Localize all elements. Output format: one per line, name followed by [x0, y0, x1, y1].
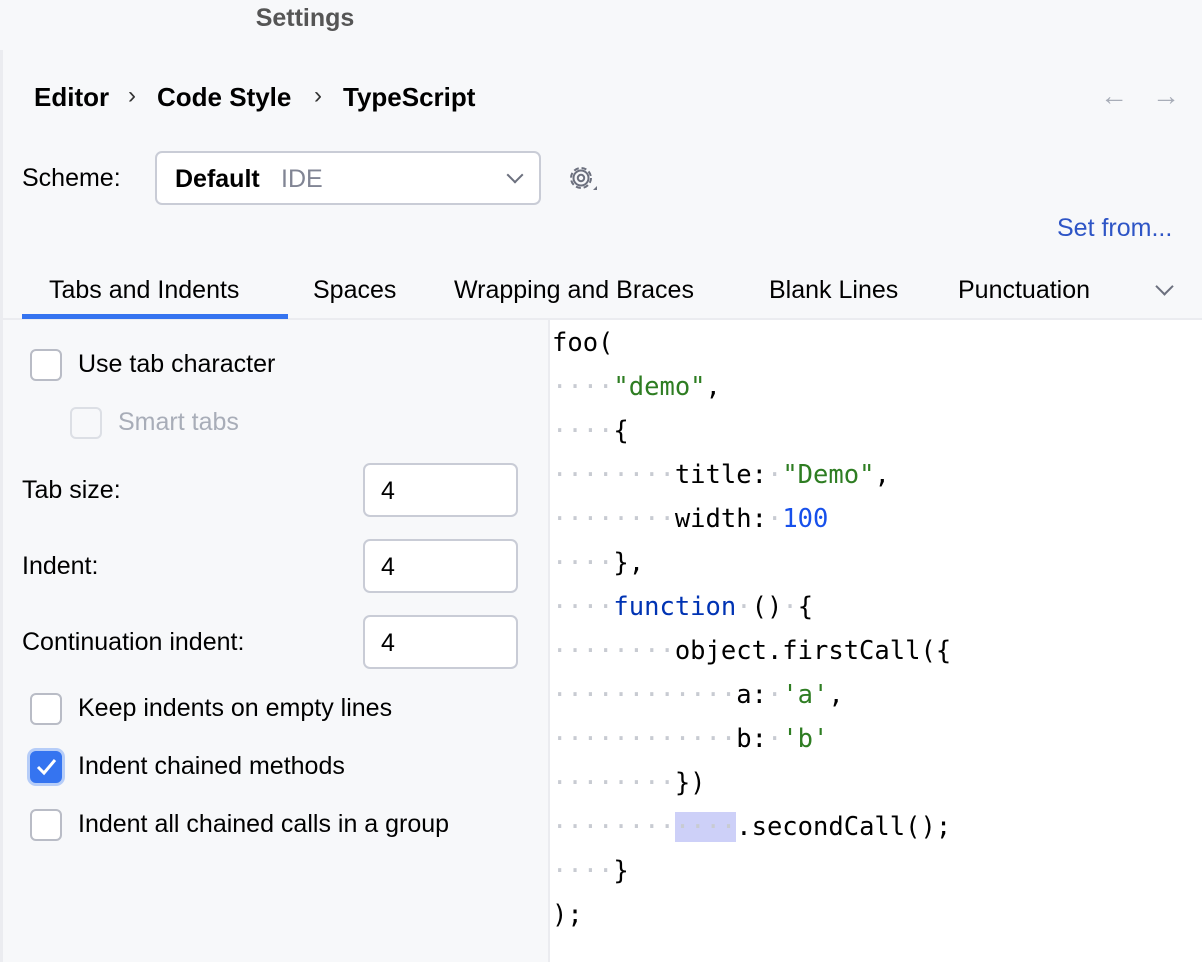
- code-token: ········: [552, 460, 675, 490]
- code-token: ·: [782, 592, 798, 622]
- indent-all-chained-checkbox[interactable]: [30, 809, 62, 841]
- code-line: );: [552, 893, 583, 937]
- code-token: ·: [766, 504, 783, 534]
- code-token: "demo": [613, 372, 706, 402]
- indent-chained-checkbox[interactable]: [30, 751, 62, 783]
- chevron-down-icon: [506, 166, 524, 184]
- tab-wrapping-and-braces[interactable]: Wrapping and Braces: [454, 276, 694, 304]
- code-preview: [548, 320, 1202, 962]
- code-line: ········width:·100: [552, 497, 828, 541]
- code-line: ····},: [552, 541, 644, 585]
- tab-spaces[interactable]: Spaces: [313, 276, 397, 304]
- code-token: },: [613, 548, 645, 578]
- code-token: (): [751, 592, 783, 622]
- use-tab-label: Use tab character: [78, 350, 276, 378]
- code-line: ············.secondCall();: [552, 805, 951, 849]
- tab-divider: [0, 318, 1202, 320]
- code-token: title:: [674, 460, 767, 490]
- code-token: 'a': [782, 680, 829, 710]
- scheme-dropdown[interactable]: Default IDE: [155, 151, 541, 205]
- code-token: ·: [766, 460, 783, 490]
- code-token: width:: [674, 504, 767, 534]
- scheme-label: Scheme:: [22, 164, 121, 192]
- breadcrumb-separator-icon: ›: [128, 82, 136, 109]
- continuation-indent-input[interactable]: 4: [363, 615, 518, 669]
- indent-all-chained-label: Indent all chained calls in a group: [78, 810, 450, 838]
- code-token: ········: [552, 768, 675, 798]
- code-line: ········}): [552, 761, 706, 805]
- code-token: {: [613, 416, 629, 446]
- code-token: object.firstCall({: [674, 636, 952, 666]
- code-token: a:: [736, 680, 767, 710]
- code-token: ,: [705, 372, 721, 402]
- indent-chained-label: Indent chained methods: [78, 752, 345, 780]
- code-token: b:: [736, 724, 767, 754]
- code-token: 100: [782, 504, 829, 534]
- active-tab-indicator: [22, 314, 288, 319]
- code-token: {: [797, 592, 814, 622]
- use-tab-checkbox[interactable]: [30, 349, 62, 381]
- scheme-kind: IDE: [281, 165, 323, 193]
- code-token: ·: [736, 592, 752, 622]
- code-token: }): [674, 768, 706, 798]
- code-token: function: [613, 592, 737, 622]
- code-token: }: [613, 856, 629, 886]
- back-arrow-icon[interactable]: ←: [1100, 80, 1128, 111]
- code-token: ····: [552, 592, 614, 622]
- tab-size-label: Tab size:: [22, 476, 121, 504]
- code-line: ········object.firstCall({: [552, 629, 951, 673]
- tab-size-input[interactable]: 4: [363, 463, 518, 517]
- scheme-value: Default: [175, 165, 260, 193]
- code-line: ············a:·'a',: [552, 673, 844, 717]
- keep-indents-checkbox[interactable]: [30, 693, 62, 725]
- window-title: Settings: [255, 4, 355, 32]
- keep-indents-label: Keep indents on empty lines: [78, 694, 393, 722]
- tab-tabs-and-indents[interactable]: Tabs and Indents: [49, 276, 240, 304]
- code-token: ····: [552, 548, 614, 578]
- code-line: ············b:·'b': [552, 717, 828, 761]
- code-token: ····: [552, 856, 614, 886]
- tab-punctuation[interactable]: Punctuation: [958, 276, 1091, 304]
- code-token: );: [552, 900, 583, 930]
- code-token: ········: [552, 812, 675, 842]
- indent-input[interactable]: 4: [363, 539, 518, 593]
- breadcrumb-typescript: TypeScript: [343, 82, 476, 112]
- panel-border: [0, 50, 3, 962]
- code-token: ········: [552, 504, 675, 534]
- indent-label: Indent:: [22, 552, 99, 580]
- code-token: ····: [674, 812, 737, 842]
- code-token: ············: [552, 724, 737, 754]
- gear-icon[interactable]: [566, 163, 598, 195]
- code-line: ····{: [552, 409, 629, 453]
- breadcrumb-code-style[interactable]: Code Style: [157, 82, 292, 112]
- code-line: ········title:·"Demo",: [552, 453, 890, 497]
- code-token: ············: [552, 680, 737, 710]
- tab-blank-lines[interactable]: Blank Lines: [769, 276, 899, 304]
- set-from-link[interactable]: Set from...: [1057, 214, 1173, 242]
- code-line: ····function·()·{: [552, 585, 813, 629]
- checkmark-icon: [36, 759, 57, 776]
- code-line: ····"demo",: [552, 365, 721, 409]
- smart-tabs-checkbox: [70, 407, 102, 439]
- code-token: "Demo": [782, 460, 875, 490]
- code-token: ········: [552, 636, 675, 666]
- smart-tabs-label: Smart tabs: [118, 408, 239, 436]
- code-token: ,: [828, 680, 844, 710]
- more-tabs-chevron-icon[interactable]: [1155, 277, 1174, 296]
- code-token: ····: [552, 416, 614, 446]
- code-token: 'b': [782, 724, 829, 754]
- code-token: foo(: [552, 328, 614, 358]
- code-token: ·: [766, 724, 783, 754]
- code-token: ····: [552, 372, 614, 402]
- code-token: ,: [874, 460, 890, 490]
- code-line: ····}: [552, 849, 629, 893]
- breadcrumb-editor[interactable]: Editor: [34, 82, 110, 112]
- forward-arrow-icon[interactable]: →: [1152, 80, 1180, 111]
- code-line: foo(: [552, 321, 613, 365]
- code-token: ·: [766, 680, 783, 710]
- code-token: .secondCall();: [736, 812, 952, 842]
- continuation-indent-label: Continuation indent:: [22, 628, 245, 656]
- breadcrumb-separator-icon: ›: [314, 82, 322, 109]
